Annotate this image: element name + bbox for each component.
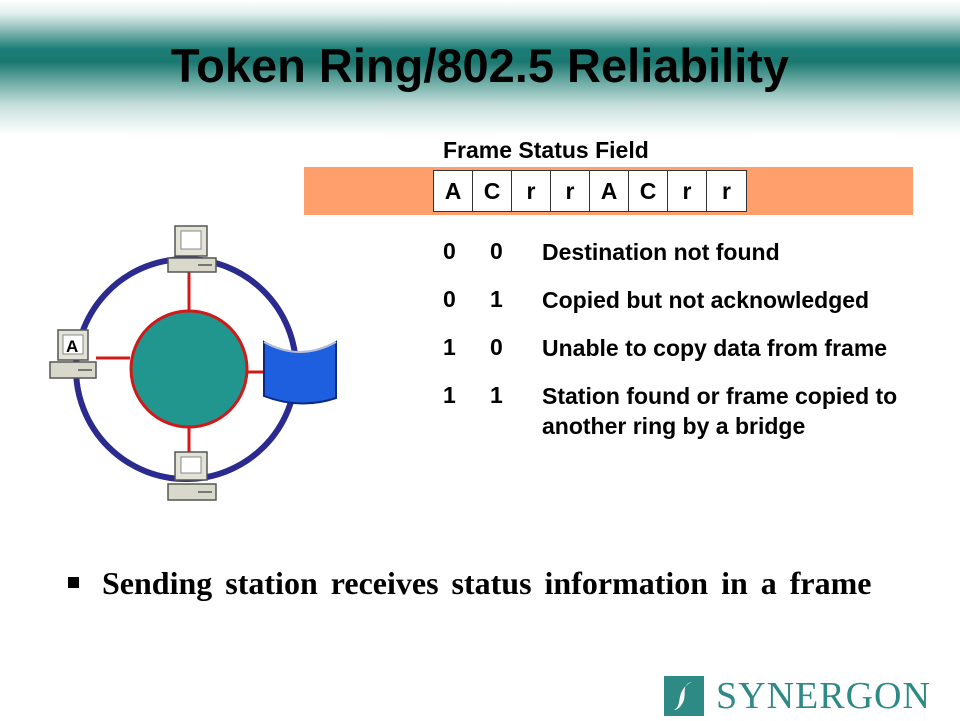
slide-title: Token Ring/802.5 Reliability xyxy=(170,39,790,92)
status-description: Destination not found xyxy=(542,239,780,265)
status-a-bit: 1 xyxy=(443,382,456,408)
status-c-bit: 0 xyxy=(490,334,503,360)
logo-swoosh xyxy=(674,682,692,710)
bit-cell: A xyxy=(434,171,473,211)
base-shape xyxy=(167,257,217,273)
status-c-bit: 0 xyxy=(490,238,503,264)
synergon-logo: SYNERGON xyxy=(664,676,944,716)
status-description: Station found or frame copied to another… xyxy=(542,383,898,439)
status-a-bit: 0 xyxy=(443,286,456,312)
bridge-rim xyxy=(263,341,337,353)
logo-mark-icon xyxy=(664,676,704,716)
bit-cell: A xyxy=(590,171,629,211)
station-bottom xyxy=(167,451,217,501)
station-label: A xyxy=(66,337,78,356)
status-description: Copied but not acknowledged xyxy=(542,287,870,313)
bridge-device xyxy=(263,340,337,405)
status-a-bit: 0 xyxy=(443,238,456,264)
logo-text: SYNERGON xyxy=(716,675,931,717)
station-top xyxy=(167,225,217,273)
title-band xyxy=(0,0,960,135)
bit-cell: r xyxy=(668,171,707,211)
base-shape xyxy=(49,361,97,379)
screen-shape xyxy=(180,230,202,250)
screen-shape xyxy=(180,456,202,474)
bit-cell: C xyxy=(629,171,668,211)
bullet-square xyxy=(68,577,79,588)
status-c-bit: 1 xyxy=(490,286,503,312)
screen-shape xyxy=(62,334,84,355)
frame-status-label: Frame Status Field xyxy=(443,137,649,163)
ring-hub xyxy=(129,309,249,429)
bit-cell: r xyxy=(722,177,731,204)
bit-cell: r xyxy=(512,171,551,211)
bit-cell: r xyxy=(551,171,590,211)
bit-cell: C xyxy=(473,171,512,211)
status-c-bit: 1 xyxy=(490,382,503,408)
status-description: Unable to copy data from frame xyxy=(542,335,888,361)
frame-status-bits: A C r r A C r r xyxy=(433,170,747,212)
station-a: A xyxy=(49,329,97,379)
status-a-bit: 1 xyxy=(443,334,456,360)
base-shape xyxy=(167,483,217,501)
logo-swoosh-icon xyxy=(674,682,692,710)
bullet-text: Sending station receives status informat… xyxy=(102,565,872,601)
